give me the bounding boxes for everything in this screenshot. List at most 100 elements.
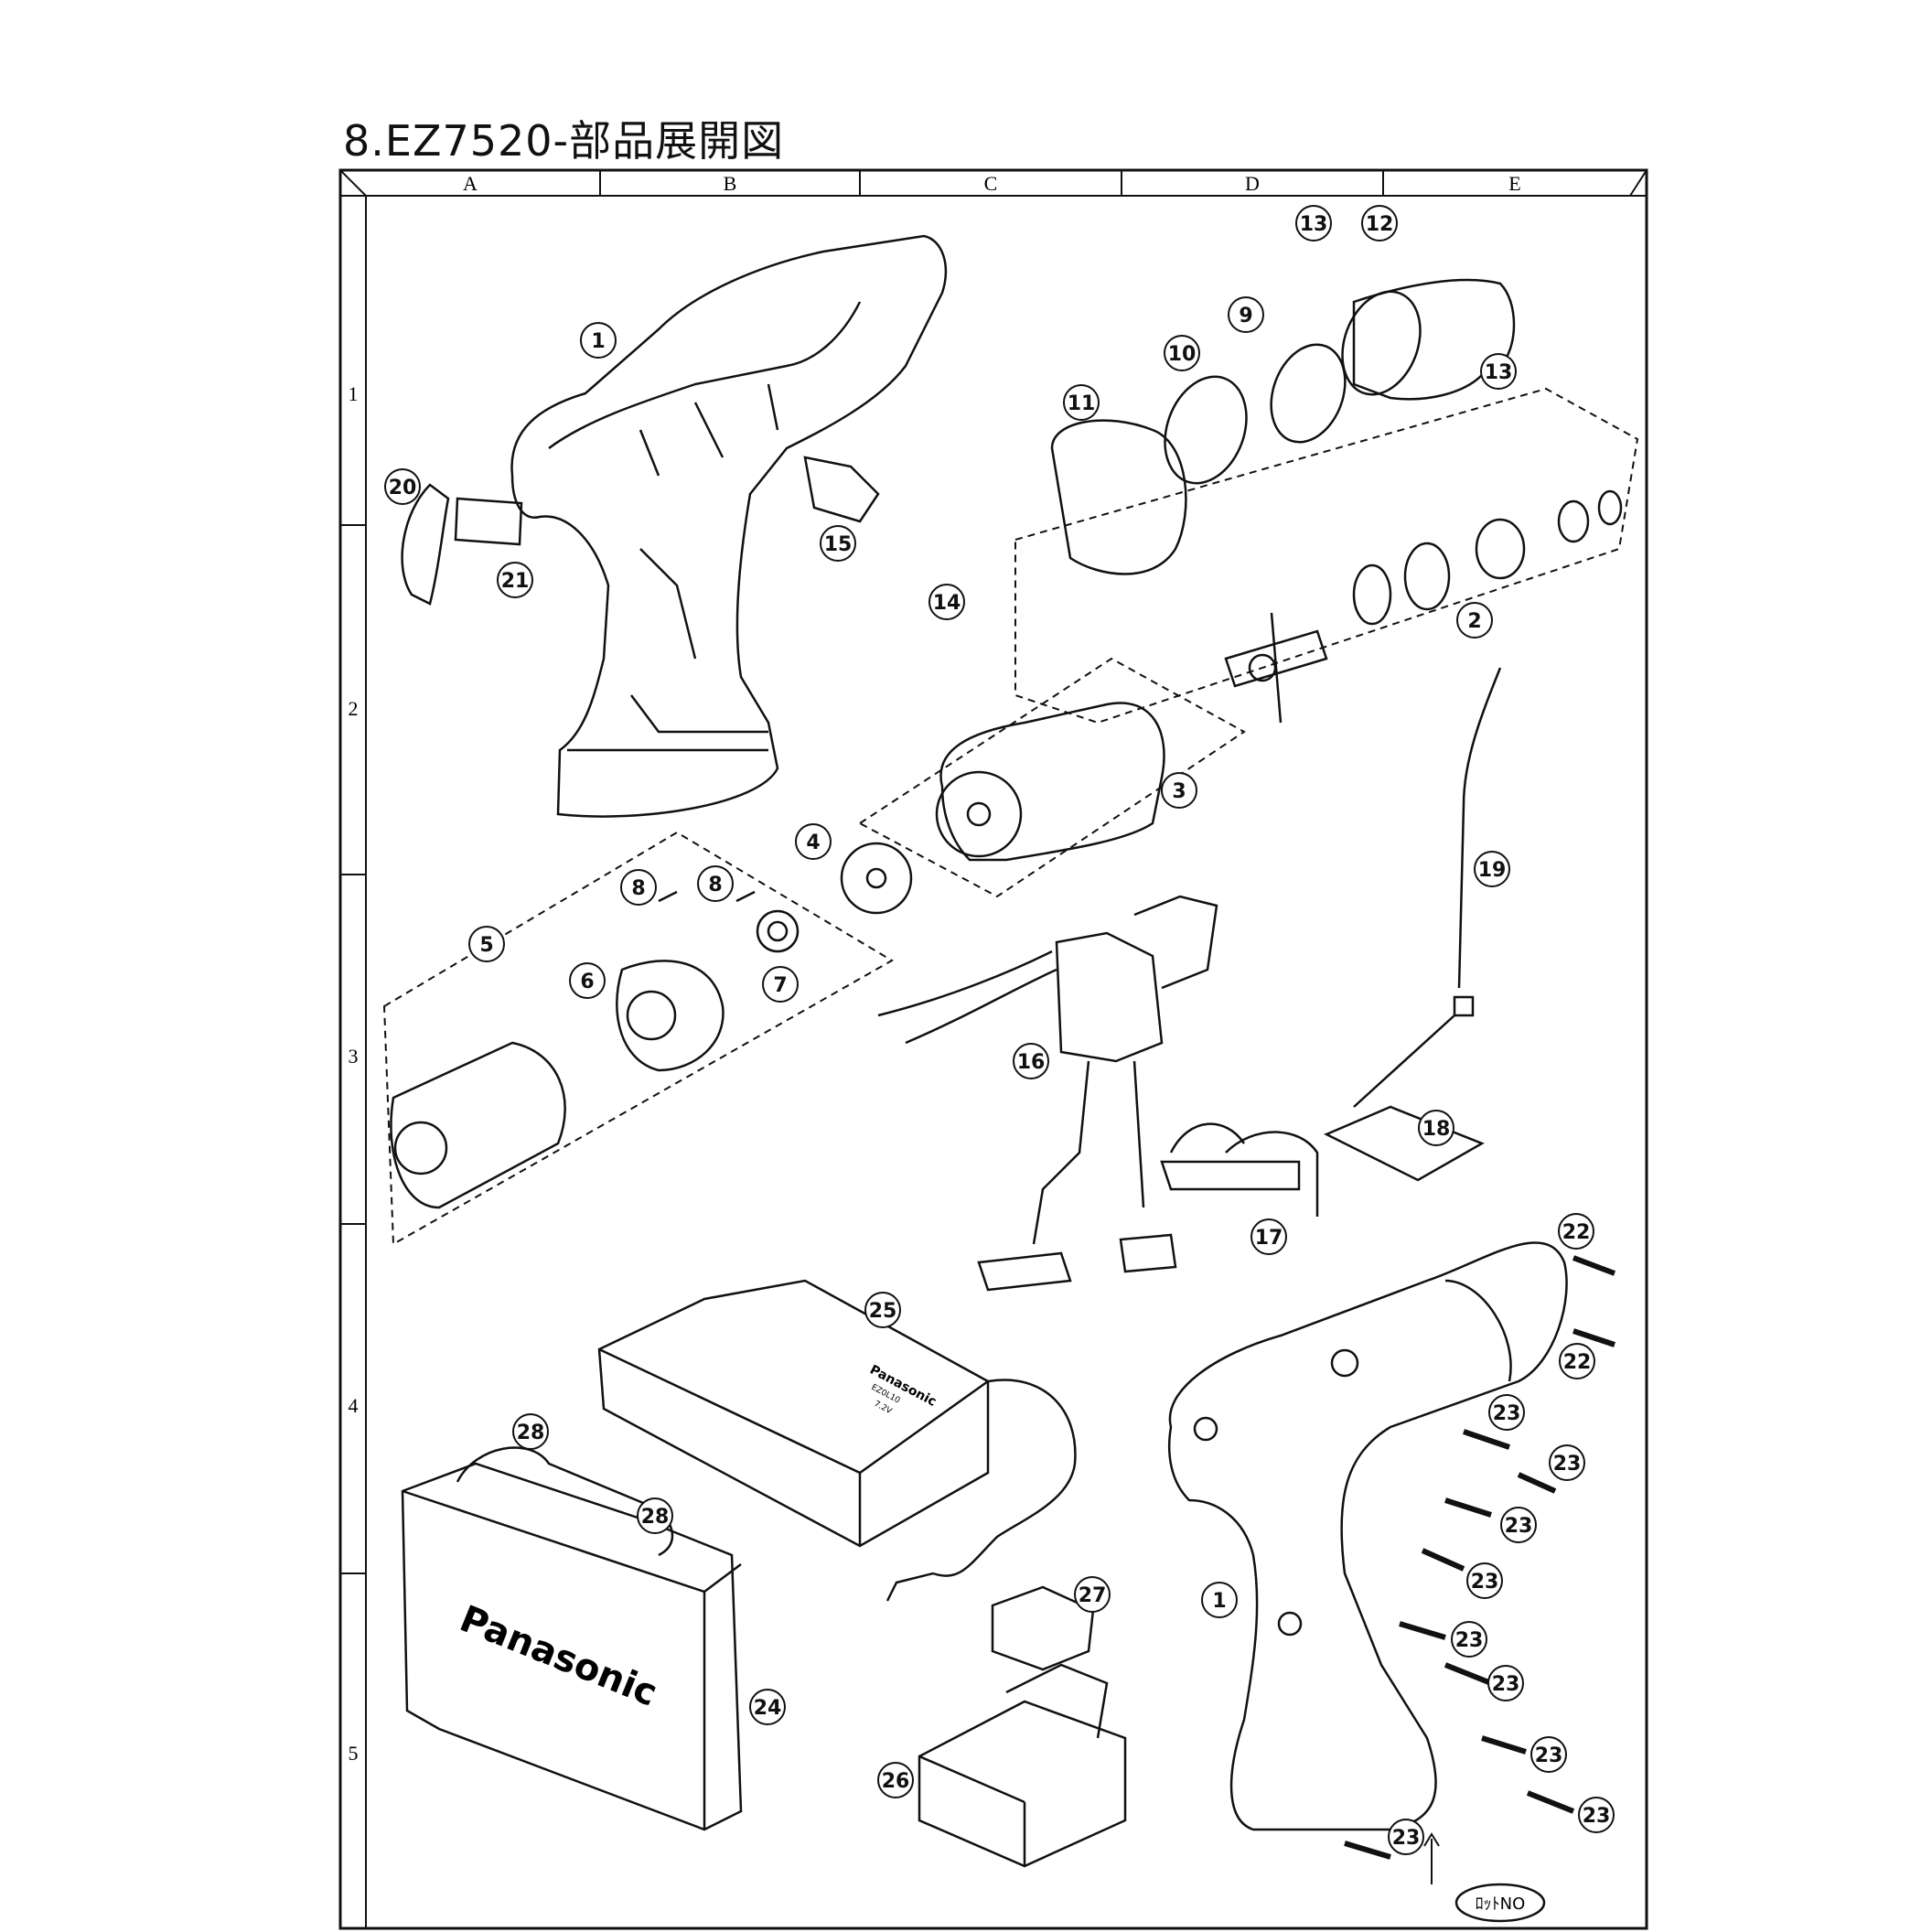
callout-number: 23	[1535, 1744, 1563, 1767]
callout-circle	[1474, 851, 1510, 887]
callout-8: 8	[697, 865, 734, 902]
cap-drawing	[991, 1585, 1095, 1671]
callout-circle	[637, 1497, 673, 1534]
callout-15: 15	[820, 525, 856, 562]
dashed-group-outline	[1014, 387, 1639, 724]
ring-9-drawing	[1270, 343, 1347, 444]
callout-24: 24	[749, 1689, 786, 1725]
ring-nut-drawing	[1050, 419, 1187, 575]
callout-circle	[928, 584, 965, 620]
callout-circle	[864, 1292, 901, 1328]
row-label: 5	[349, 1742, 359, 1765]
callout-number: 5	[479, 934, 493, 957]
callout-1: 1	[1201, 1582, 1238, 1618]
callout-number: 21	[501, 570, 530, 593]
callout-6: 6	[569, 962, 606, 999]
battery-drawing	[918, 1700, 1127, 1868]
callout-number: 16	[1017, 1051, 1046, 1074]
callout-circle	[1578, 1797, 1615, 1833]
callout-7: 7	[762, 966, 799, 1003]
callout-19: 19	[1474, 851, 1510, 887]
sheet-frame	[338, 168, 1648, 1930]
carry-case-drawing	[401, 1462, 743, 1831]
callout-11: 11	[1063, 384, 1100, 421]
callout-9: 9	[1228, 296, 1264, 333]
callout-circle	[1549, 1444, 1585, 1481]
motor-bracket-drawing	[616, 960, 724, 1072]
callout-number: 23	[1505, 1515, 1533, 1538]
callout-22: 22	[1559, 1343, 1595, 1379]
callout-number: 23	[1471, 1571, 1499, 1594]
callout-8: 8	[620, 869, 657, 906]
callout-28: 28	[637, 1497, 673, 1534]
callout-26: 26	[877, 1762, 914, 1798]
callout-number: 3	[1172, 780, 1186, 803]
callout-circle	[1480, 353, 1517, 390]
callout-13: 13	[1480, 353, 1517, 390]
callout-number: 22	[1563, 1351, 1592, 1374]
callout-number: 24	[754, 1697, 782, 1720]
bearing-7-drawing	[756, 909, 800, 953]
callout-20: 20	[384, 468, 421, 505]
callout-21: 21	[497, 562, 533, 598]
callout-number: 14	[933, 592, 961, 615]
callout-17: 17	[1250, 1218, 1287, 1255]
callout-circle	[1201, 1582, 1238, 1618]
callout-circle	[1161, 772, 1197, 809]
row-label: 1	[349, 382, 359, 405]
callout-circle	[1558, 1213, 1594, 1250]
callout-circle	[1530, 1736, 1567, 1773]
callout-number: 20	[389, 477, 417, 499]
lot-number-oval	[1454, 1883, 1546, 1923]
callout-number: 28	[641, 1506, 670, 1529]
clip-drawing	[803, 456, 880, 523]
callout-circle	[1295, 205, 1332, 242]
callout-circle	[497, 562, 533, 598]
plate-drawing	[454, 497, 523, 546]
circuit-board-drawing	[1324, 1105, 1485, 1182]
callout-circle	[384, 468, 421, 505]
callout-number: 23	[1553, 1453, 1582, 1476]
callout-number: 1	[591, 330, 605, 353]
switch-drawing	[1055, 931, 1164, 1063]
callout-number: 23	[1455, 1629, 1484, 1652]
callout-number: 7	[773, 974, 787, 997]
callout-23: 23	[1488, 1394, 1525, 1431]
row-label: 4	[349, 1394, 359, 1417]
callout-23: 23	[1451, 1621, 1487, 1658]
callout-circle	[512, 1413, 549, 1450]
callout-22: 22	[1558, 1213, 1594, 1250]
callout-circle	[1228, 296, 1264, 333]
callout-number: 23	[1492, 1673, 1520, 1696]
callout-number: 22	[1562, 1221, 1591, 1244]
col-label: C	[984, 172, 998, 195]
lot-number-label: ﾛｯﾄNO	[1476, 1894, 1526, 1914]
callout-number: 9	[1239, 305, 1252, 327]
callout-circle	[1488, 1394, 1525, 1431]
callout-23: 23	[1530, 1736, 1567, 1773]
callout-23: 23	[1500, 1507, 1537, 1543]
callout-3: 3	[1161, 772, 1197, 809]
callout-number: 4	[806, 832, 820, 854]
callout-circle	[1456, 602, 1493, 639]
callout-number: 13	[1300, 213, 1328, 236]
col-label: E	[1508, 172, 1520, 195]
callout-number: 23	[1583, 1805, 1611, 1828]
callout-circle	[1418, 1110, 1454, 1146]
callout-16: 16	[1013, 1043, 1049, 1079]
callout-number: 18	[1422, 1118, 1451, 1141]
callout-circle	[1074, 1576, 1111, 1613]
callout-circle	[580, 322, 617, 359]
callout-circle	[1451, 1621, 1487, 1658]
callout-23: 23	[1549, 1444, 1585, 1481]
callout-circle	[1361, 205, 1398, 242]
callout-circle	[1063, 384, 1100, 421]
case-brand-text: Panasonic	[454, 1598, 663, 1715]
col-label: B	[724, 172, 737, 195]
col-label: A	[463, 172, 478, 195]
callout-1: 1	[580, 322, 617, 359]
callout-18: 18	[1418, 1110, 1454, 1146]
assembled-drill-drawing	[1167, 1241, 1568, 1831]
callout-number: 12	[1366, 213, 1394, 236]
